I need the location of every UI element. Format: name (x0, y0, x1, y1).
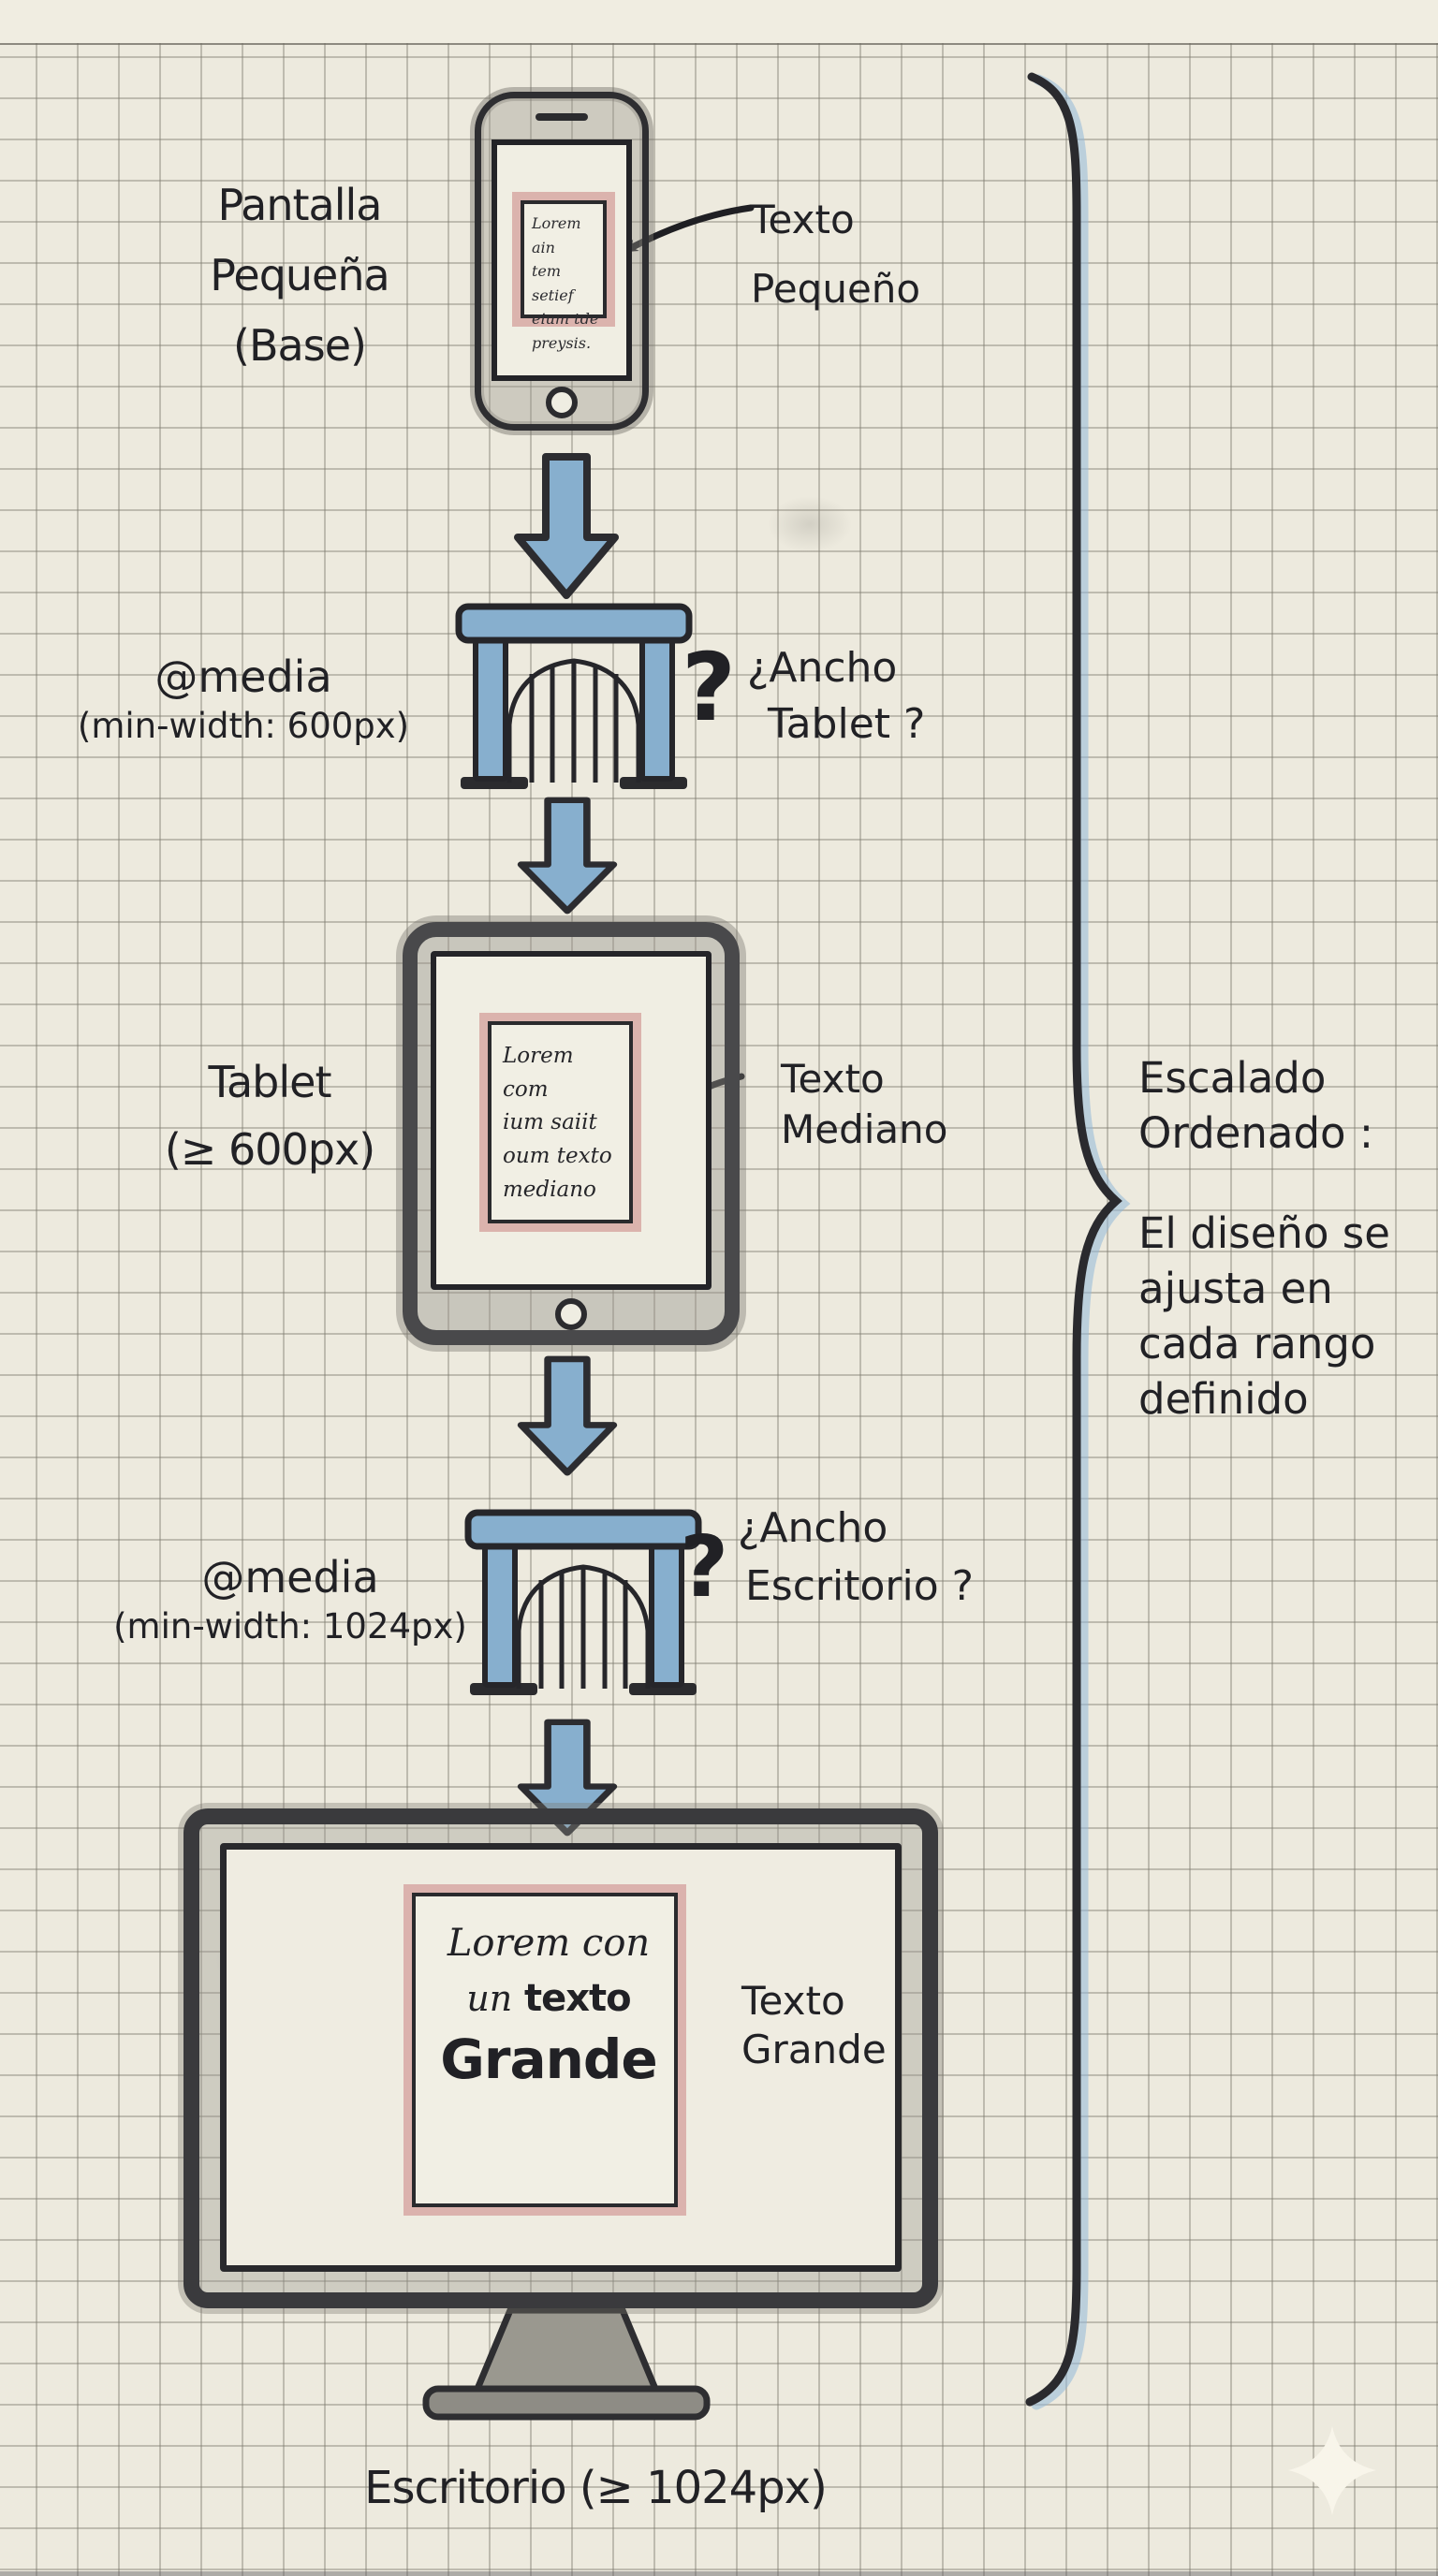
note-body-line: El diseño se (1138, 1208, 1390, 1258)
tablet-text-line: mediano (503, 1177, 596, 1202)
paper-bottom-edge (0, 2571, 1438, 2576)
tablet-text-line: Lorem com (503, 1044, 574, 1102)
callout-line: Pequeño (751, 266, 921, 312)
media-query-1024-label: @media (min-width: 1024px) (75, 1550, 506, 1649)
arrow-down-icon (521, 1359, 614, 1472)
question-line: Escritorio ? (745, 1562, 974, 1610)
note-title-line: Escalado (1138, 1053, 1327, 1103)
phone-text-line: tem setief (532, 262, 574, 304)
gate-icon (459, 607, 689, 789)
callout-line: Mediano (781, 1106, 948, 1152)
label-line: Tablet (208, 1057, 332, 1107)
desktop-text-script: un (466, 1978, 513, 2019)
media-condition-text: (min-width: 1024px) (113, 1606, 467, 1647)
media-query-600-label: @media (min-width: 600px) (37, 650, 449, 749)
note-body-line: definido (1138, 1374, 1309, 1424)
tablet-text-block: Lorem com ium saiit oum texto mediano (488, 1021, 633, 1223)
texto-pequeno-callout: Texto Pequeño (751, 185, 920, 324)
arrow-down-icon (521, 800, 614, 911)
note-body-line: ajusta en (1138, 1264, 1333, 1313)
at-media-text: @media (154, 651, 332, 702)
note-title-line: Ordenado : (1138, 1108, 1374, 1158)
label-line: (Base) (233, 320, 367, 371)
arrow-down-icon (518, 457, 615, 595)
escritorio-caption: Escritorio (≥ 1024px) (364, 2462, 828, 2514)
question-line: ¿Ancho (738, 1504, 888, 1552)
label-line: Pequeña (210, 250, 389, 300)
desktop-text-block: Lorem con un texto Grande (412, 1893, 678, 2207)
phone-home-button (546, 387, 578, 418)
texto-grande-callout: Texto Grande (741, 1977, 887, 2074)
label-line: Pantalla (217, 180, 383, 230)
callout-line: Texto (741, 1978, 845, 2024)
question-mark-big: ? (682, 633, 737, 742)
desktop-text-line: Grande (440, 2027, 658, 2091)
phone-stage-label: Pantalla Pequeña (Base) (131, 170, 468, 381)
curly-brace-icon (1025, 72, 1131, 2410)
callout-line: Texto (781, 1056, 885, 1102)
media-condition-text: (min-width: 600px) (77, 706, 410, 746)
phone-text-line: Lorem ain (532, 214, 581, 256)
monitor-stand (422, 2306, 711, 2421)
texto-mediano-callout: Texto Mediano (781, 1054, 947, 1155)
callout-line: Texto (751, 197, 855, 242)
phone-speaker (536, 113, 588, 121)
sparkle-icon (1288, 2426, 1376, 2515)
pencil-smudge (768, 496, 852, 552)
desktop-text-line: un texto (431, 1977, 667, 2020)
label-line: (≥ 600px) (164, 1124, 375, 1175)
phone-text-line: preysis. (532, 333, 592, 352)
question-line: ¿Ancho (747, 644, 898, 692)
desktop-text-bold: texto (524, 1977, 632, 2020)
phone-text-block: Lorem ain tem setief eium tde preysis. (521, 200, 607, 352)
ancho-escritorio-question: ¿Ancho Escritorio ? (738, 1500, 974, 1616)
question-mark-big: ? (680, 1518, 729, 1617)
phone-text-line: eium tde (532, 310, 599, 329)
ancho-tablet-question: ¿Ancho Tablet ? (747, 640, 925, 753)
note-gap (1138, 1161, 1429, 1206)
tablet-text-line: ium saiit (503, 1110, 597, 1135)
desktop-text-line: Lorem con (447, 1922, 651, 1965)
at-media-text: @media (201, 1552, 379, 1603)
tablet-icon (403, 922, 740, 1345)
escalado-ordenado-note: Escalado Ordenado : El diseño se ajusta … (1138, 1050, 1429, 1427)
question-line: Tablet ? (768, 700, 926, 748)
tablet-stage-label: Tablet (≥ 600px) (120, 1048, 419, 1183)
callout-line: Grande (741, 2027, 887, 2072)
tablet-home-button (555, 1298, 587, 1330)
note-body-line: cada rango (1138, 1319, 1376, 1368)
tablet-text-line: oum texto (503, 1143, 612, 1168)
